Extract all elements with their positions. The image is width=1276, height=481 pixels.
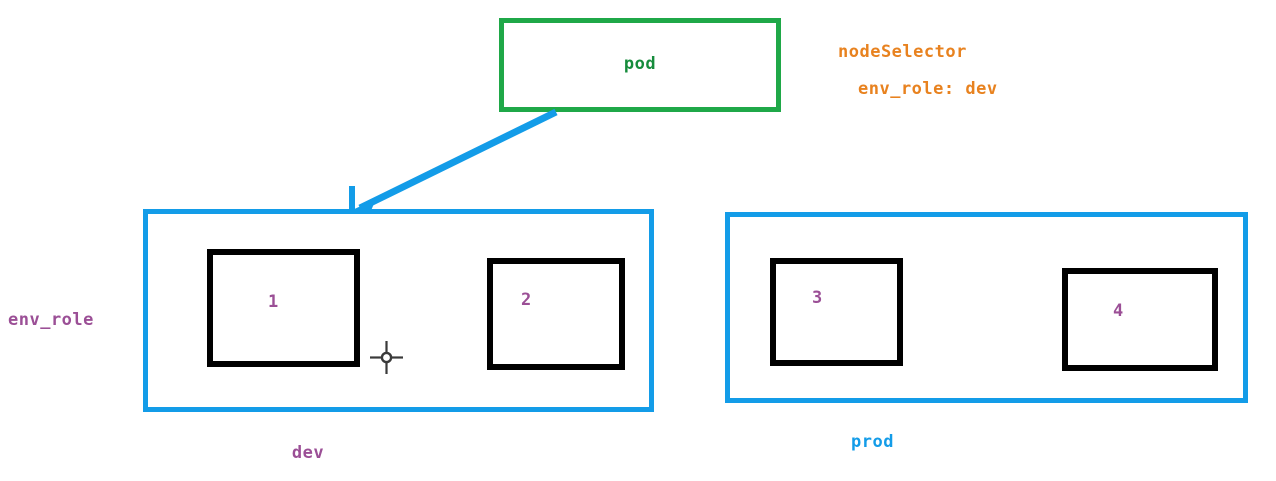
env-role-key-label: env_role <box>8 310 94 330</box>
zone-dev-caption: dev <box>291 443 325 463</box>
node-box-3[interactable] <box>770 258 903 366</box>
pod-label: pod <box>623 54 657 74</box>
crosshair-cursor-icon <box>370 341 403 374</box>
node-box-1[interactable] <box>207 249 360 367</box>
pod-box[interactable] <box>499 18 781 112</box>
node-label-2: 2 <box>521 290 532 310</box>
pod-to-dev-zone-arrow <box>348 108 558 213</box>
node-label-4: 4 <box>1113 301 1124 321</box>
node-label-1: 1 <box>268 292 279 312</box>
node-selector-key-value: env_role: dev <box>858 79 998 99</box>
zone-prod-caption: prod <box>851 432 894 452</box>
node-selector-title: nodeSelector <box>838 42 967 62</box>
node-label-3: 3 <box>812 288 823 308</box>
node-box-4[interactable] <box>1062 268 1218 371</box>
node-box-2[interactable] <box>487 258 625 370</box>
